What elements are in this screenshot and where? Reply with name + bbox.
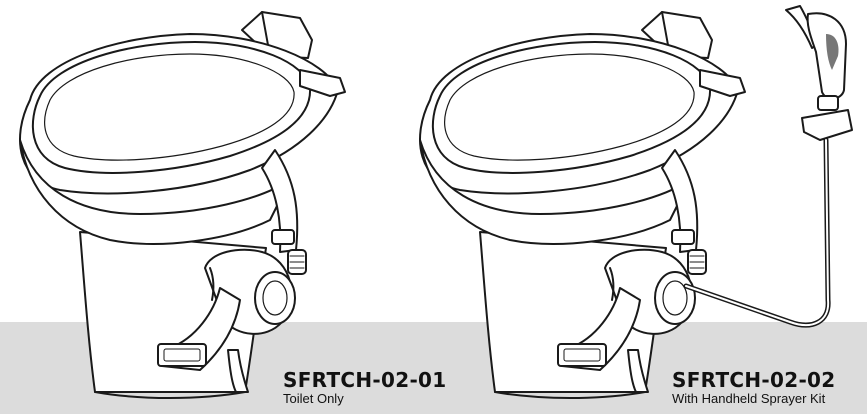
- product-code: SFRTCH-02-02: [672, 368, 836, 392]
- product-caption-2: SFRTCH-02-02 With Handheld Sprayer Kit: [672, 369, 836, 406]
- product-caption-1: SFRTCH-02-01 Toilet Only: [283, 369, 447, 406]
- handheld-sprayer: [683, 5, 853, 328]
- toilet-only-illustration: [19, 11, 346, 399]
- product-code: SFRTCH-02-01: [283, 368, 447, 392]
- product-description: With Handheld Sprayer Kit: [672, 391, 826, 406]
- product-description: Toilet Only: [283, 391, 344, 406]
- toilet-with-sprayer-illustration: [419, 11, 746, 399]
